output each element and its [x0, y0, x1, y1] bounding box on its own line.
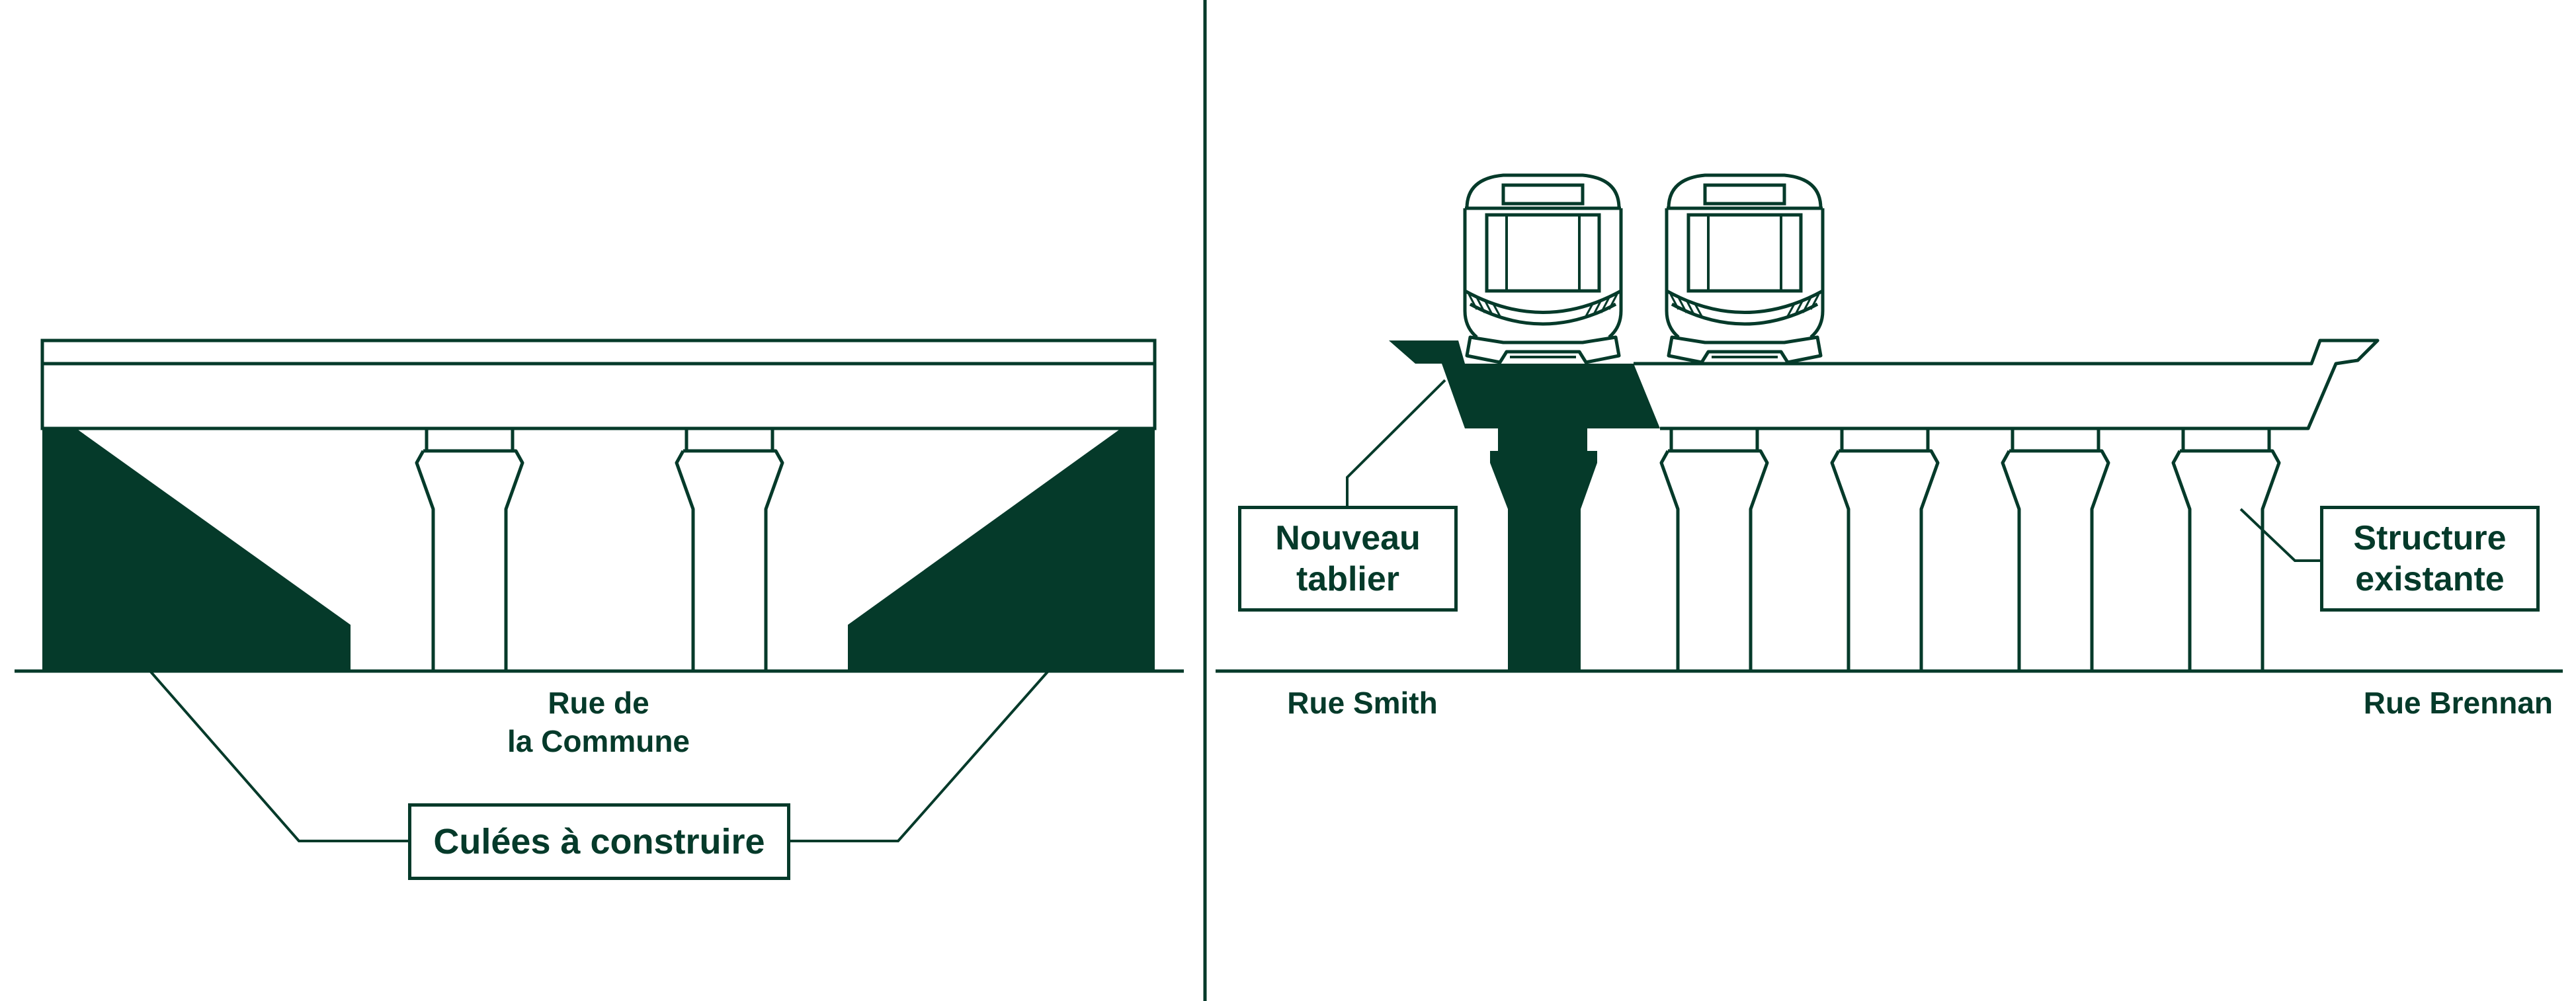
new-deck-label-line-1: Nouveau	[1275, 518, 1421, 557]
right-bridge	[1216, 175, 2563, 673]
existing-structure-label-line-2: existante	[2355, 560, 2505, 598]
left-bridge	[15, 339, 1184, 842]
street-label-brennan: Rue Brennan	[2288, 684, 2553, 723]
existing-structure-label-line-1: Structure	[2353, 518, 2507, 557]
abutments-callout-text: Culées à construire	[433, 821, 765, 861]
new-deck-label-line-2: tablier	[1296, 560, 1400, 598]
new-deck-label: Nouveau tablier	[1238, 506, 1458, 612]
street-label-smith: Rue Smith	[1257, 684, 1468, 723]
street-label-line-1: Rue de	[548, 686, 649, 720]
street-label-smith-text: Rue Smith	[1287, 686, 1438, 720]
street-label-brennan-text: Rue Brennan	[2363, 686, 2553, 720]
existing-structure-label: Structure existante	[2320, 506, 2540, 612]
train-front-icon	[1465, 175, 1621, 362]
street-label-commune: Rue de la Commune	[493, 684, 704, 760]
train-front-icon	[1667, 175, 1823, 362]
abutments-callout-label: Culées à construire	[408, 803, 790, 880]
street-label-line-2: la Commune	[507, 723, 690, 758]
